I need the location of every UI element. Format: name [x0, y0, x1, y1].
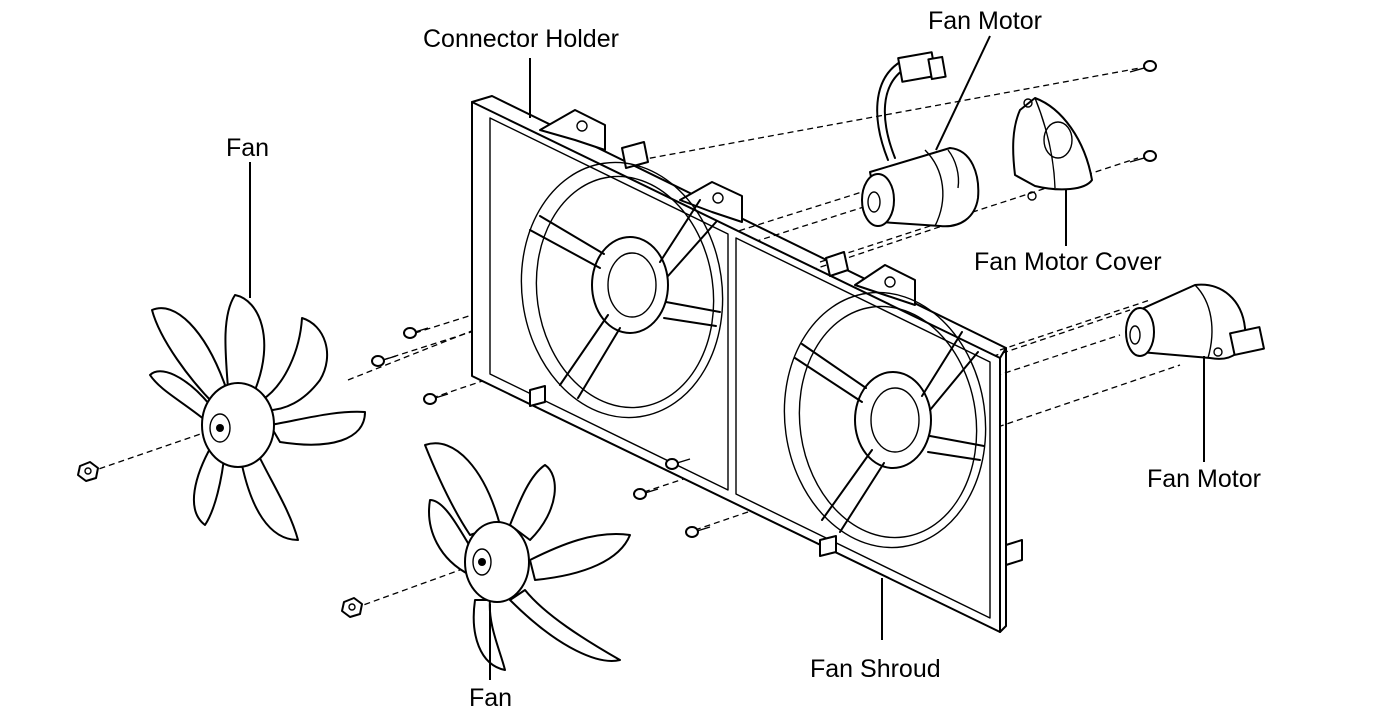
fan-motor-right: [1125, 283, 1265, 360]
fan-motor-top: [861, 51, 980, 228]
label-fan-bottom: Fan: [469, 684, 512, 712]
fasteners: [77, 60, 1157, 618]
fan-left: [149, 294, 366, 541]
screw-5: [633, 488, 659, 500]
label-fan-motor-cover: Fan Motor Cover: [974, 248, 1162, 276]
screw-1: [403, 327, 429, 339]
fan-shroud: [471, 95, 1023, 633]
screw-2: [371, 355, 397, 367]
nut-bottom: [341, 597, 363, 618]
screw-8: [1129, 150, 1157, 163]
label-connector-holder: Connector Holder: [423, 25, 619, 53]
label-fan-motor-right: Fan Motor: [1147, 465, 1261, 493]
label-fan-motor-top: Fan Motor: [928, 7, 1042, 35]
screw-4: [665, 458, 691, 470]
screw-6: [685, 526, 711, 538]
fan-bottom: [424, 442, 631, 671]
leader-lines: [249, 35, 1205, 680]
labels: Connector Holder Fan Motor Fan Motor Cov…: [226, 7, 1261, 712]
screw-7: [1129, 60, 1157, 73]
fan-motor-cover: [1012, 97, 1093, 201]
label-fan-shroud: Fan Shroud: [810, 655, 941, 683]
label-fan-left: Fan: [226, 134, 269, 162]
nut-left: [77, 461, 99, 482]
screw-3: [423, 393, 449, 405]
